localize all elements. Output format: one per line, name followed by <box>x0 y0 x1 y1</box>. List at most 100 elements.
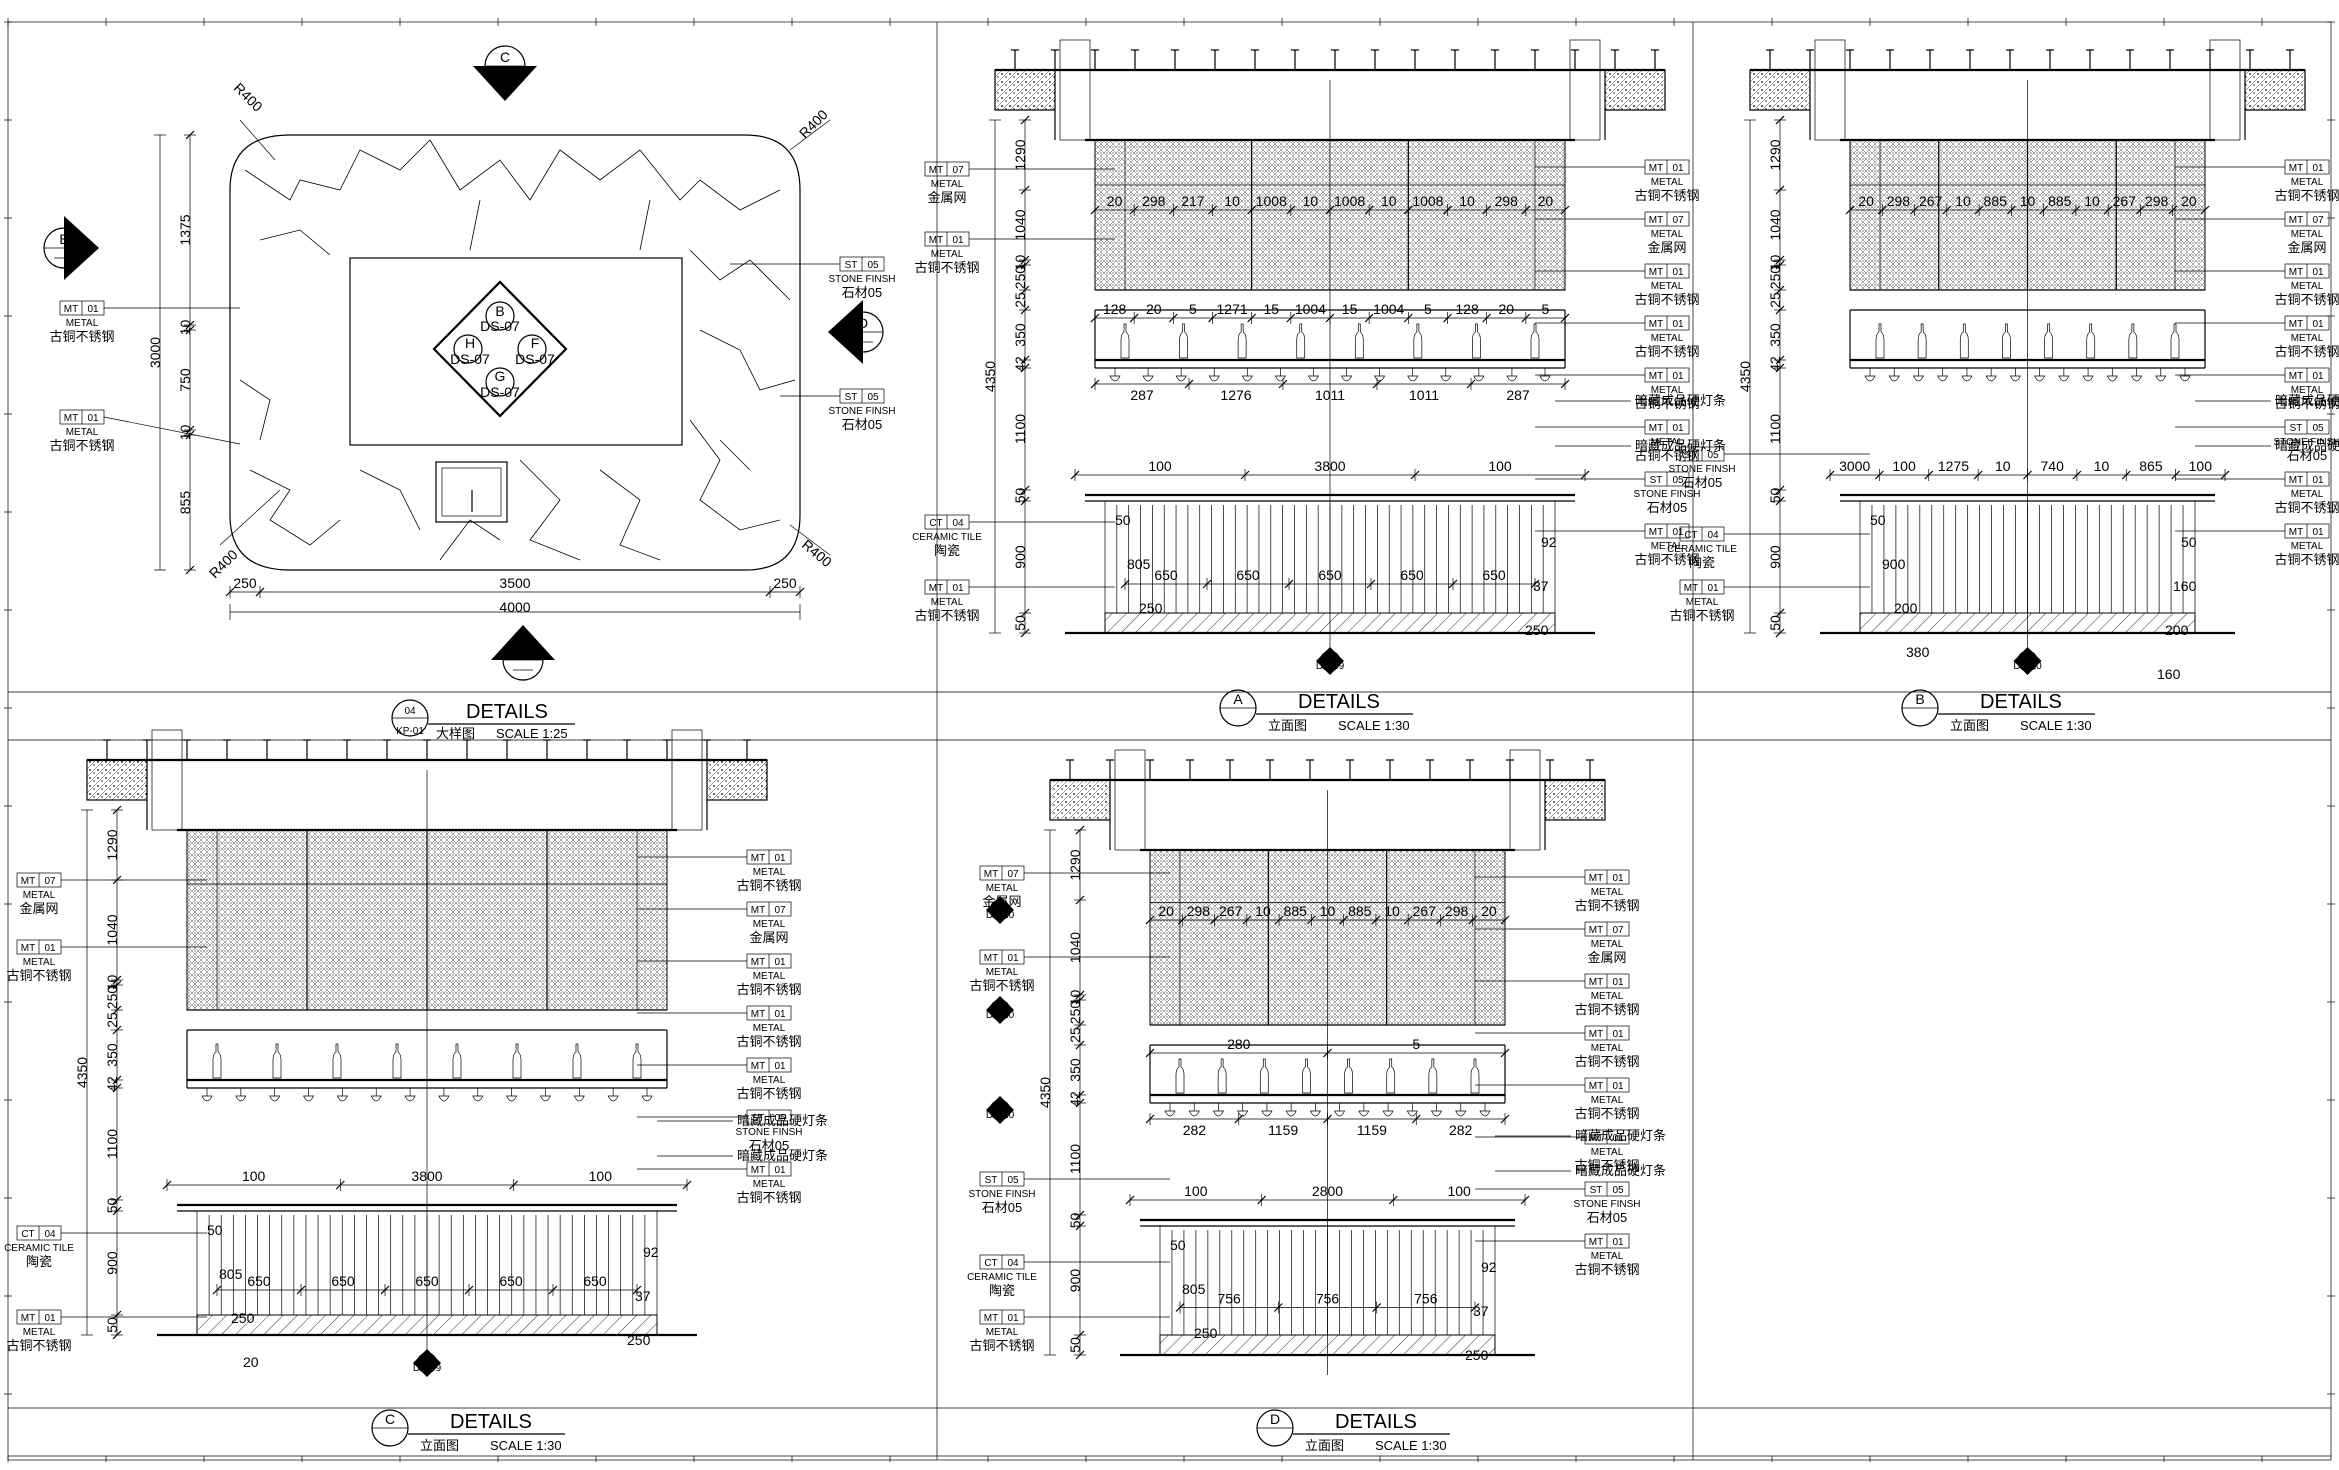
tag-material-cn: 金属网 <box>749 930 788 945</box>
dim-label: 756 <box>1414 1291 1438 1307</box>
dim-label: 20 <box>1858 193 1874 209</box>
tag-code: MT <box>2289 319 2303 330</box>
radius-label: R400 <box>799 536 835 570</box>
hanging-glass <box>1208 368 1220 382</box>
tag-material-cn: 金属网 <box>19 901 58 916</box>
detail-callout: JDS-09 <box>1316 647 1345 675</box>
tag-code: MT <box>2289 215 2303 226</box>
dim-label: 10 <box>1955 193 1971 209</box>
tag-number: 01 <box>44 1313 56 1324</box>
tag-number: 07 <box>774 905 786 916</box>
tag-material-en: METAL <box>986 967 1019 978</box>
ceiling-slab <box>1049 779 1111 821</box>
tag-number: 04 <box>1707 530 1719 541</box>
tag-code: MT <box>751 1009 765 1020</box>
title-label: DETAILS <box>1335 1411 1417 1433</box>
tag-material-cn: 金属网 <box>1647 240 1686 255</box>
tag-material-en: METAL <box>931 249 964 260</box>
callout-number: M <box>996 900 1004 911</box>
hanging-glass <box>1309 1103 1321 1117</box>
title-label: DETAILS <box>1298 691 1380 713</box>
dim-label: 885 <box>1284 903 1308 919</box>
counter-side-dim: 50 <box>1170 1237 1186 1253</box>
tag-number: 01 <box>1612 873 1624 884</box>
bottle <box>1354 323 1364 359</box>
dim-label: 20 <box>1481 903 1497 919</box>
tag-material-en: METAL <box>2291 177 2324 188</box>
tag-number: 01 <box>1672 371 1684 382</box>
dim-label: 128 <box>1455 301 1479 317</box>
tag-number: 05 <box>774 1113 786 1124</box>
hanging-glass <box>2130 368 2143 382</box>
dim-label: 50 <box>1012 615 1028 631</box>
dim-label: 10 <box>177 425 193 441</box>
hanging-glass <box>1539 368 1551 382</box>
dim-label: 298 <box>1187 903 1211 919</box>
column <box>1509 749 1541 851</box>
hanging-glass <box>1274 368 1286 382</box>
hanging-glass <box>1912 368 1925 382</box>
tag-material-en: METAL <box>1591 1251 1624 1262</box>
center-marker: B DS-07 H DS-07 F DS-07 G DS-07 <box>432 280 568 418</box>
bottle <box>392 1043 402 1079</box>
hanging-glass <box>1406 1103 1418 1117</box>
tag-material-en: METAL <box>753 919 786 930</box>
tag-number: 05 <box>1707 450 1719 461</box>
tag-material-en: METAL <box>1651 281 1684 292</box>
counter-side-dim: 160 <box>2173 578 2197 594</box>
tag-material-cn: 古铜不锈钢 <box>2274 292 2339 307</box>
tag-material-cn: 古铜不锈钢 <box>969 1338 1034 1353</box>
hanging-glass <box>2155 368 2167 382</box>
hanging-glass <box>573 1088 585 1102</box>
ceiling-slab <box>1749 69 1811 111</box>
column <box>1569 39 1601 141</box>
ceiling-slab <box>1544 779 1606 821</box>
marble-veins <box>239 139 796 561</box>
hanging-glass <box>641 1088 653 1102</box>
tag-number: 01 <box>1612 977 1624 988</box>
dim-label: 10 <box>2020 193 2036 209</box>
tag-number: 05 <box>1612 1185 1624 1196</box>
tag-material-en: METAL <box>1686 597 1719 608</box>
tag-material-cn: 陶瓷 <box>26 1254 52 1269</box>
dim-label: 1011 <box>1315 387 1345 403</box>
hanging-glass <box>1334 1103 1346 1117</box>
tag-material-cn: 石材05 <box>749 1138 789 1153</box>
tag-number: 01 <box>1707 583 1719 594</box>
tag-material-cn: 古铜不锈钢 <box>1669 608 1734 623</box>
hanging-glass <box>235 1088 247 1102</box>
tag-material-en: METAL <box>1591 939 1624 950</box>
hanging-glass <box>2106 368 2118 382</box>
marker-letter: G <box>495 368 506 384</box>
tag-code: MT <box>751 957 765 968</box>
detail-callout: KDS-09 <box>413 1349 442 1377</box>
title-cn: 立面图 <box>1268 718 1307 733</box>
tag-number: 01 <box>774 1165 786 1176</box>
dim-label: 650 <box>583 1273 607 1289</box>
dim-label: 855 <box>177 491 193 515</box>
tag-code: MT <box>2289 527 2303 538</box>
tag-number: 05 <box>867 392 879 403</box>
tag-code: MT <box>21 1313 35 1324</box>
tag-material-cn: 古铜不锈钢 <box>1574 898 1639 913</box>
dim-label: 900 <box>104 1251 120 1275</box>
dim-label: 10 <box>2084 193 2100 209</box>
tag-code: ST <box>1590 1185 1603 1196</box>
tag-material-en: METAL <box>753 971 786 982</box>
tag-material-cn: 古铜不锈钢 <box>1574 1002 1639 1017</box>
counter-side-dim: 805 <box>1127 556 1151 572</box>
tag-material-cn: 古铜不锈钢 <box>49 329 114 344</box>
